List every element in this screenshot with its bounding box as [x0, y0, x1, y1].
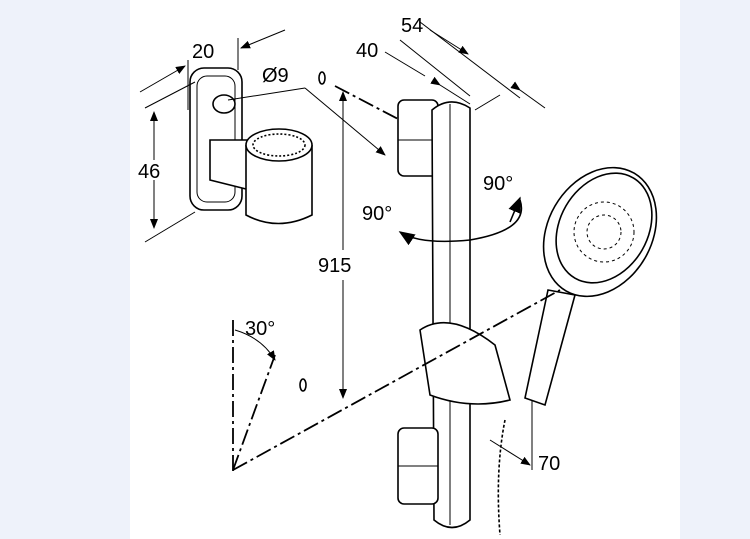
- wall-bracket: [189, 67, 313, 225]
- rotation-left-label: 90°: [362, 203, 392, 225]
- dim-40: 40: [356, 40, 378, 62]
- dim-915: 915: [318, 255, 351, 277]
- dim-54: 54: [401, 15, 423, 37]
- dim-hole-diameter: Ø9: [262, 65, 289, 87]
- dim-70: 70: [538, 453, 560, 475]
- depth-dimensions: [384, 21, 546, 111]
- tilt-angle-label: 30°: [245, 318, 275, 340]
- center-line: [232, 289, 561, 471]
- rotation-right-label: 90°: [483, 173, 513, 195]
- rotation-arrow: [398, 199, 523, 246]
- dim-46: 46: [138, 161, 160, 183]
- shower-rail: [318, 71, 511, 529]
- dim-20: 20: [192, 41, 214, 63]
- bracket-dimensions: [139, 29, 386, 243]
- hand-shower: [497, 166, 658, 536]
